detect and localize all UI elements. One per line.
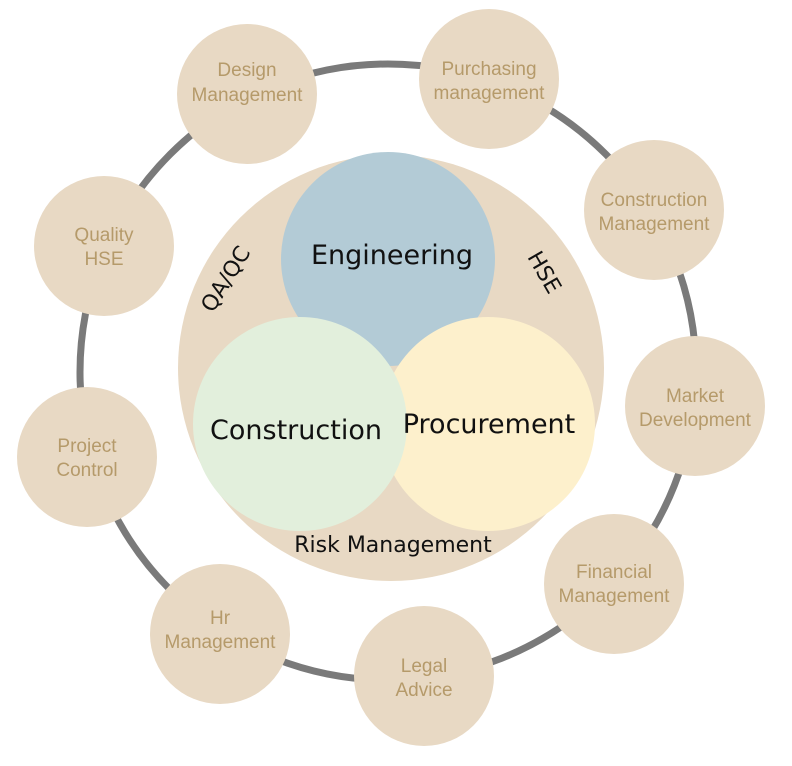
procurement-label: Procurement: [403, 409, 576, 440]
satellite-label-line2: Management: [165, 632, 277, 653]
satellite-label-line2: Management: [559, 586, 671, 607]
satellite-circle: [34, 176, 174, 316]
satellite-project-control: Project Control: [17, 387, 157, 527]
construction-circle: [193, 317, 407, 531]
satellite-label-line1: Construction: [601, 190, 708, 211]
satellite-design-management: Design Management: [177, 24, 317, 164]
satellite-financial-management: Financial Management: [544, 514, 684, 654]
satellite-legal-advice: Legal Advice: [354, 606, 494, 746]
satellite-label-line2: Advice: [395, 680, 452, 701]
satellite-label-line2: Management: [192, 85, 304, 106]
satellite-label-line1: Legal: [401, 656, 448, 677]
satellite-label-line2: Management: [599, 214, 711, 235]
satellite-label-line2: Development: [639, 410, 752, 431]
satellite-label-line2: HSE: [84, 249, 123, 270]
engineering-label: Engineering: [311, 240, 473, 271]
satellite-label-line1: Purchasing: [441, 59, 536, 80]
construction-label: Construction: [210, 415, 382, 446]
satellite-circle: [625, 336, 765, 476]
satellite-label-line1: Quality: [74, 225, 134, 246]
satellite-circle: [354, 606, 494, 746]
satellite-circle: [150, 564, 290, 704]
satellite-label-line1: Financial: [576, 562, 652, 583]
satellite-label-line1: Project: [57, 436, 117, 457]
satellite-circle: [177, 24, 317, 164]
satellite-purchasing-management: Purchasing management: [419, 9, 559, 149]
satellite-circle: [544, 514, 684, 654]
satellite-market-development: Market Development: [625, 336, 765, 476]
satellite-quality-hse: Quality HSE: [34, 176, 174, 316]
satellite-circle: [419, 9, 559, 149]
satellite-label-line1: Market: [666, 386, 725, 407]
satellite-label-line2: management: [434, 83, 546, 104]
satellite-construction-management: Construction Management: [584, 140, 724, 280]
engineering-circle: [281, 152, 495, 366]
procurement-circle: [381, 317, 595, 531]
satellite-label-line1: Design: [217, 60, 276, 81]
satellite-circle: [584, 140, 724, 280]
satellite-label-line1: Hr: [210, 608, 231, 629]
satellite-hr-management: Hr Management: [150, 564, 290, 704]
risk-management-label: Risk Management: [294, 533, 492, 558]
satellite-label-line2: Control: [56, 460, 117, 481]
satellite-circle: [17, 387, 157, 527]
